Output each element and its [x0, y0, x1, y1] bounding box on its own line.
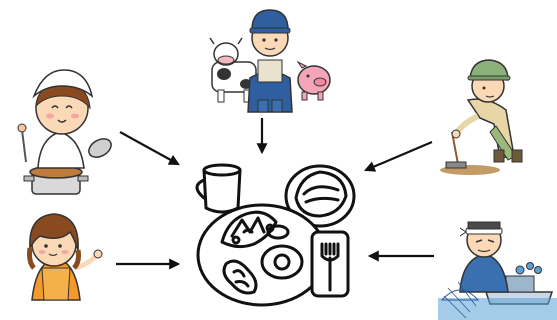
pig-icon: [298, 62, 330, 100]
egg-icon: [262, 246, 302, 278]
meal-plate-icon: [197, 165, 354, 305]
girl-icon: [30, 214, 103, 300]
cup-icon: [197, 165, 240, 212]
cook-icon: [18, 70, 114, 194]
fork-icon: [312, 232, 348, 296]
fisherman-icon: [438, 222, 557, 320]
crop-farmer-icon: [440, 60, 522, 175]
arrow-from-crop-farmer: [366, 142, 432, 170]
livestock-farmer-icon: [210, 10, 330, 112]
arrow-from-cook: [120, 132, 178, 164]
